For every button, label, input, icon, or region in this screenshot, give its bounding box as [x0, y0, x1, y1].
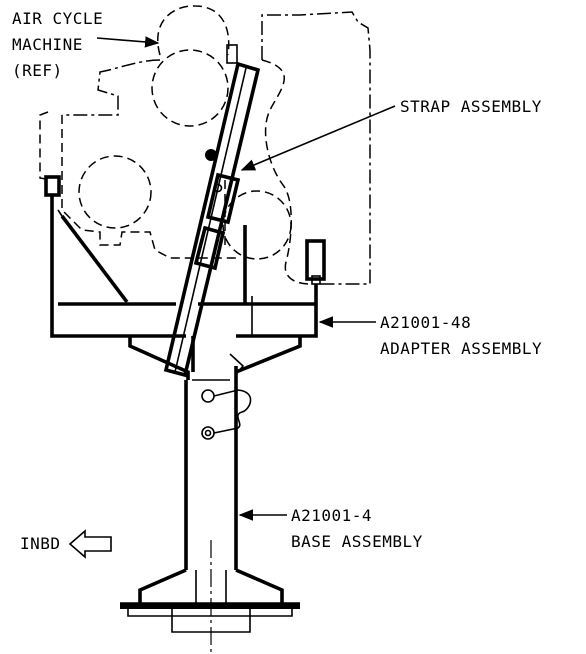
air-cycle-machine-outline	[39, 5, 371, 285]
base-part-number: A21001-4	[291, 506, 372, 525]
air-cycle-machine-label-line3: (REF)	[12, 61, 63, 80]
air-cycle-machine-label-line2: MACHINE	[12, 35, 83, 54]
strap-assembly	[163, 61, 261, 378]
base-assembly	[120, 336, 300, 654]
adapter-part-number: A21001-48	[380, 313, 471, 332]
left-arrow-icon	[68, 529, 112, 559]
adapter-assembly-label: ADAPTER ASSEMBLY	[380, 339, 542, 358]
inboard-direction-label: INBD	[20, 534, 61, 553]
strap-assembly-label: STRAP ASSEMBLY	[400, 97, 542, 116]
leader-lines	[96, 36, 396, 521]
air-cycle-machine-label-line1: AIR CYCLE	[12, 9, 103, 28]
base-assembly-label: BASE ASSEMBLY	[291, 532, 423, 551]
adapter-assembly	[44, 175, 326, 380]
